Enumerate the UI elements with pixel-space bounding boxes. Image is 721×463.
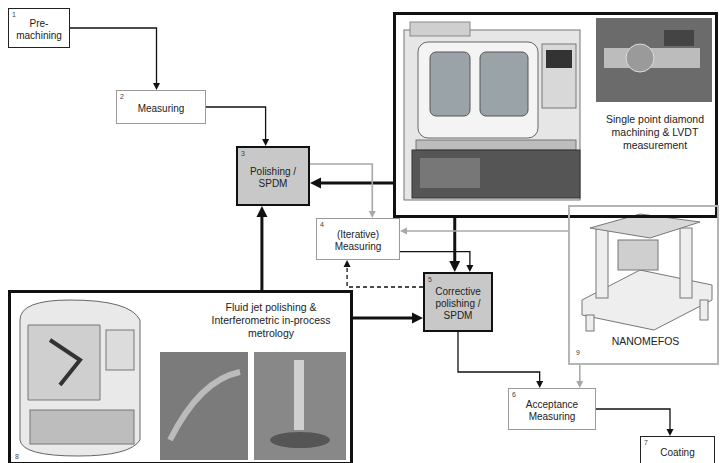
callout-number: 1	[12, 11, 16, 18]
flow-arrow	[458, 332, 543, 388]
callout-number: 3	[241, 150, 245, 157]
flow-arrow	[449, 218, 460, 272]
flow-arrow	[400, 252, 473, 272]
callout-number: 8	[15, 453, 29, 460]
flow-arrow	[70, 28, 160, 90]
flow-arrow	[596, 409, 674, 436]
nanomefos-machine	[582, 214, 712, 331]
process-box: 2Measuring	[116, 90, 206, 124]
flow-arrow	[576, 365, 583, 388]
flow-arrow	[256, 206, 267, 290]
callout-number: 7	[644, 439, 648, 446]
step-label: Pre-machining	[15, 18, 63, 42]
process-box: 6Acceptance Measuring	[508, 388, 596, 430]
callout-number: 9	[576, 349, 590, 356]
process-box: 5Corrective polishing / SPDM	[423, 272, 493, 332]
flow-arrow	[310, 164, 376, 218]
step-label: Acceptance Measuring	[515, 399, 589, 423]
panel-caption: NANOMEFOS	[580, 335, 711, 348]
callout-number: 4	[320, 221, 324, 228]
callout-number: 2	[120, 93, 124, 100]
step-label: Polishing / SPDM	[244, 166, 302, 190]
spdm-machine	[404, 22, 580, 200]
flow-arrow	[310, 177, 393, 188]
process-box: 1Pre-machining	[8, 8, 70, 48]
fjp-photos	[160, 352, 346, 460]
flow-arrow	[344, 260, 423, 287]
panel-caption: Single point diamond machining & LVDT me…	[591, 113, 719, 152]
equipment-panel: 8 Fluid jet polishing & Interferometric i…	[8, 290, 353, 463]
step-label: Coating	[660, 447, 694, 459]
process-box: 7Coating	[640, 436, 715, 463]
callout-number: 6	[512, 391, 516, 398]
fjp-machine	[20, 300, 140, 456]
flow-arrow	[400, 228, 568, 235]
step-label: Measuring	[138, 103, 185, 115]
flow-arrow	[206, 107, 269, 146]
flow-arrow	[353, 313, 423, 324]
step-label: Corrective polishing / SPDM	[431, 286, 485, 322]
step-label: (Iterative) Measuring	[323, 229, 393, 253]
lvdt-photo	[596, 18, 712, 102]
equipment-panel: 9NANOMEFOS	[568, 205, 719, 365]
equipment-panel: Single point diamond machining & LVDT me…	[393, 12, 718, 218]
process-box: 4(Iterative) Measuring	[316, 218, 400, 260]
process-box: 3Polishing / SPDM	[236, 146, 310, 206]
callout-number: 5	[428, 276, 432, 283]
panel-caption: Fluid jet polishing & Interferometric in…	[191, 301, 351, 340]
